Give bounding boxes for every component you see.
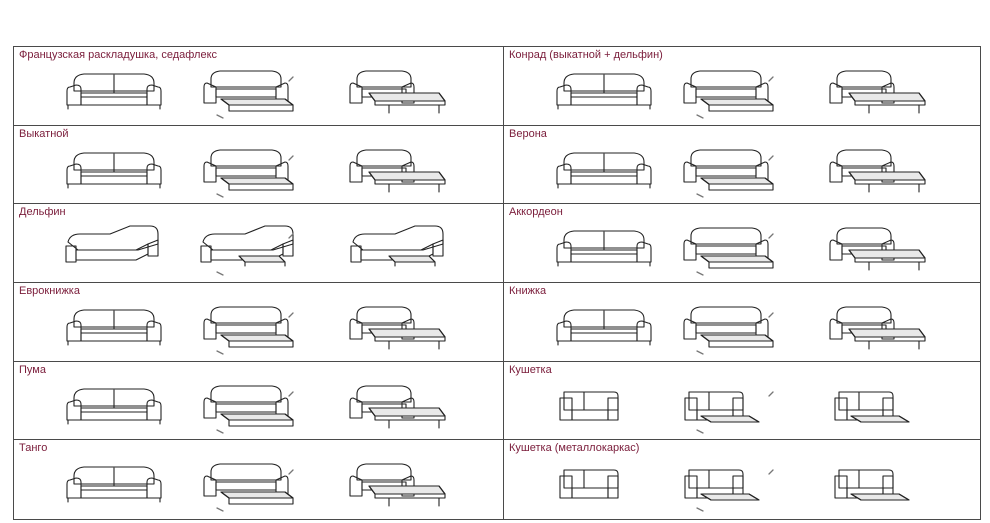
corner-sofa-unfolding-icon (199, 220, 299, 276)
mechanism-label: Дельфин (19, 206, 66, 219)
mechanism-label: Пума (19, 363, 46, 376)
couch-unfolding-icon (679, 378, 779, 434)
sofa-bed-open-icon (349, 142, 449, 198)
mechanism-label: Танго (19, 442, 48, 455)
sofa-closed-icon (64, 456, 164, 512)
sofa-bed-open-icon (349, 299, 449, 355)
mechanism-cell-9: Кушетка (504, 362, 980, 441)
sofa-bed-open-icon (349, 378, 449, 434)
sofa-closed-icon (64, 378, 164, 434)
mechanism-label: Кушетка (509, 363, 552, 376)
sofa-unfolding-icon (199, 378, 299, 434)
corner-sofa-open-icon (349, 220, 449, 276)
sofa-unfolding-icon (199, 299, 299, 355)
mechanism-cell-2: Выкатной (14, 125, 504, 205)
sofa-unfolding-icon (199, 142, 299, 198)
corner-sofa-closed-icon (64, 220, 164, 276)
couch-closed-icon (554, 456, 654, 512)
sofa-closed-icon (64, 142, 164, 198)
mechanism-cell-0: Французская раскладушка, седафлекс (14, 47, 504, 126)
mechanism-cell-1: Конрад (выкатной + дельфин) (504, 47, 980, 126)
sofa-unfolding-icon (679, 142, 779, 198)
sofa-closed-icon (64, 299, 164, 355)
sofa-unfolding-icon (199, 456, 299, 512)
sofa-closed-icon (554, 142, 654, 198)
sofa-closed-icon (554, 63, 654, 119)
couch-closed-icon (554, 378, 654, 434)
sofa-bed-open-icon (829, 220, 929, 276)
mechanism-cell-11: Кушетка (металлокаркас) (504, 440, 980, 519)
mechanisms-grid: Французская раскладушка, седафлекс Конра… (13, 46, 981, 520)
sofa-bed-open-icon (349, 63, 449, 119)
mechanism-label: Французская раскладушка, седафлекс (19, 49, 218, 61)
mechanism-label: Конрад (выкатной + дельфин) (509, 49, 663, 61)
couch-unfolding-icon (679, 456, 779, 512)
mechanism-label: Еврокнижка (19, 284, 80, 297)
mechanism-cell-8: Пума (14, 361, 504, 441)
sofa-bed-open-icon (829, 142, 929, 198)
mechanism-cell-7: Книжка (504, 283, 980, 362)
sofa-closed-icon (554, 220, 654, 276)
couch-open-icon (829, 456, 929, 512)
sofa-unfolding-icon (679, 220, 779, 276)
sofa-bed-open-icon (829, 299, 929, 355)
sofa-bed-open-icon (349, 456, 449, 512)
mechanism-label: Аккордеон (509, 206, 563, 219)
mechanism-label: Книжка (509, 284, 547, 297)
mechanism-cell-6: Еврокнижка (14, 282, 504, 362)
mechanism-label: Верона (509, 127, 547, 140)
mechanism-cell-10: Танго (14, 440, 504, 519)
sofa-bed-open-icon (829, 63, 929, 119)
sofa-closed-icon (554, 299, 654, 355)
mechanism-cell-5: Аккордеон (504, 204, 980, 283)
sofa-unfolding-icon (679, 63, 779, 119)
couch-open-icon (829, 378, 929, 434)
sofa-unfolding-icon (199, 63, 299, 119)
mechanism-cell-4: Дельфин (14, 204, 504, 283)
sofa-closed-icon (64, 63, 164, 119)
mechanism-cell-3: Верона (504, 126, 980, 205)
sofa-unfolding-icon (679, 299, 779, 355)
mechanism-label: Кушетка (металлокаркас) (509, 442, 640, 455)
mechanism-label: Выкатной (19, 127, 69, 140)
